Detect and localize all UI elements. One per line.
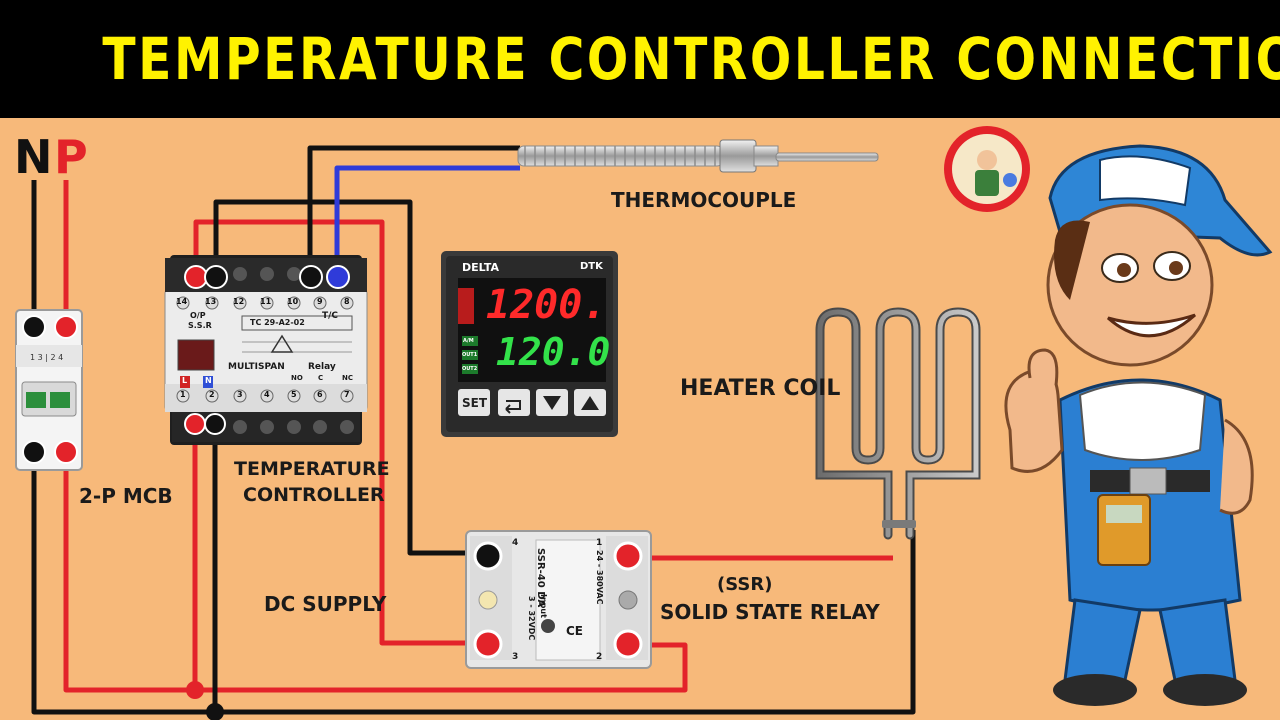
heater-coil	[815, 307, 981, 540]
nc-label: NC	[342, 374, 353, 382]
ssr-terminal-2: 2	[596, 652, 603, 662]
set-button[interactable]: SET	[462, 396, 488, 410]
solid-state-relay[interactable]	[465, 530, 652, 669]
controller-brand: MULTISPAN	[228, 362, 285, 372]
ssr-ce: CE	[566, 624, 584, 638]
phase-wires	[63, 180, 893, 693]
op-label: O/P	[190, 311, 206, 320]
indicator-am: A/M	[463, 338, 474, 344]
junction-dot	[206, 703, 224, 720]
channel-logo-icon	[944, 126, 1030, 212]
terminal-2: 2	[209, 390, 215, 399]
controller-label-line1: TEMPERATURE	[234, 458, 390, 480]
display-pv: 1200.	[486, 282, 607, 328]
controller-screws	[233, 267, 354, 434]
thermocouple-label: THERMOCOUPLE	[611, 188, 797, 212]
terminal-11: 11	[260, 297, 272, 306]
display-sv: 120.0	[496, 330, 611, 374]
display-brand: DELTA	[462, 261, 499, 274]
temperature-display-unit[interactable]	[441, 251, 618, 437]
controller-terminals	[176, 296, 354, 403]
display-buttons	[458, 389, 606, 416]
junction-dot	[186, 681, 204, 699]
controller-supply-taps	[192, 397, 218, 712]
temperature-controller-module[interactable]	[164, 255, 368, 445]
terminal-5: 5	[291, 390, 297, 399]
dc-supply-label: DC SUPPLY	[264, 592, 387, 616]
terminal-13: 13	[205, 297, 217, 306]
terminal-8: 8	[344, 297, 350, 306]
neutral-wires	[31, 145, 916, 715]
title-bar: TEMPERATURE CONTROLLER CONNECTION	[0, 0, 1280, 118]
controller-model: TC 29-A2-02	[250, 318, 305, 327]
terminal-1: 1	[180, 390, 186, 399]
neutral-label: N	[14, 130, 53, 184]
phase-label: P	[54, 130, 88, 184]
terminal-12: 12	[233, 297, 245, 306]
ssr-input-range: 3 - 32VDC	[527, 596, 536, 641]
signal-wire	[334, 165, 520, 275]
terminal-10: 10	[287, 297, 299, 306]
terminal-6: 6	[317, 390, 323, 399]
thermocouple-probe	[517, 139, 879, 173]
ssr-terminal-1: 1	[596, 538, 603, 548]
indicator-out1: OUT1	[462, 352, 478, 358]
c-label: C	[318, 374, 324, 382]
ssr-long-label: SOLID STATE RELAY	[660, 600, 880, 624]
indicator-out2: OUT2	[462, 366, 478, 372]
controller-label-line2: CONTROLLER	[243, 484, 385, 506]
heater-coil-label: HEATER COIL	[680, 376, 841, 401]
relay-label: Relay	[308, 362, 336, 372]
ssr-terminal-label: S.S.R	[188, 321, 212, 330]
terminal-14: 14	[176, 297, 188, 306]
display-model: DTK	[580, 261, 603, 272]
mcb-label: 2-P MCB	[79, 484, 173, 508]
terminal-4: 4	[264, 390, 270, 399]
tc-label: T/C	[322, 311, 339, 321]
svg-text:1 3 | 2 4: 1 3 | 2 4	[30, 353, 63, 362]
terminal-7: 7	[344, 390, 350, 399]
ssr-terminal-3: 3	[512, 652, 519, 662]
page-title: TEMPERATURE CONTROLLER CONNECTION	[102, 25, 1280, 93]
no-label: NO	[291, 374, 303, 382]
l-label: L	[182, 376, 188, 385]
ssr-output-range: 24 - 380VAC	[595, 550, 604, 605]
ssr-terminal-4: 4	[512, 538, 519, 548]
ssr-short-label: (SSR)	[717, 574, 773, 595]
ssr-input-label: Input	[539, 594, 548, 618]
terminal-3: 3	[237, 390, 243, 399]
electrician-mascot	[1004, 144, 1273, 706]
n-label: N	[205, 376, 212, 385]
mcb-breaker[interactable]: 1 3 | 2 4	[15, 309, 83, 471]
terminal-9: 9	[317, 297, 323, 306]
